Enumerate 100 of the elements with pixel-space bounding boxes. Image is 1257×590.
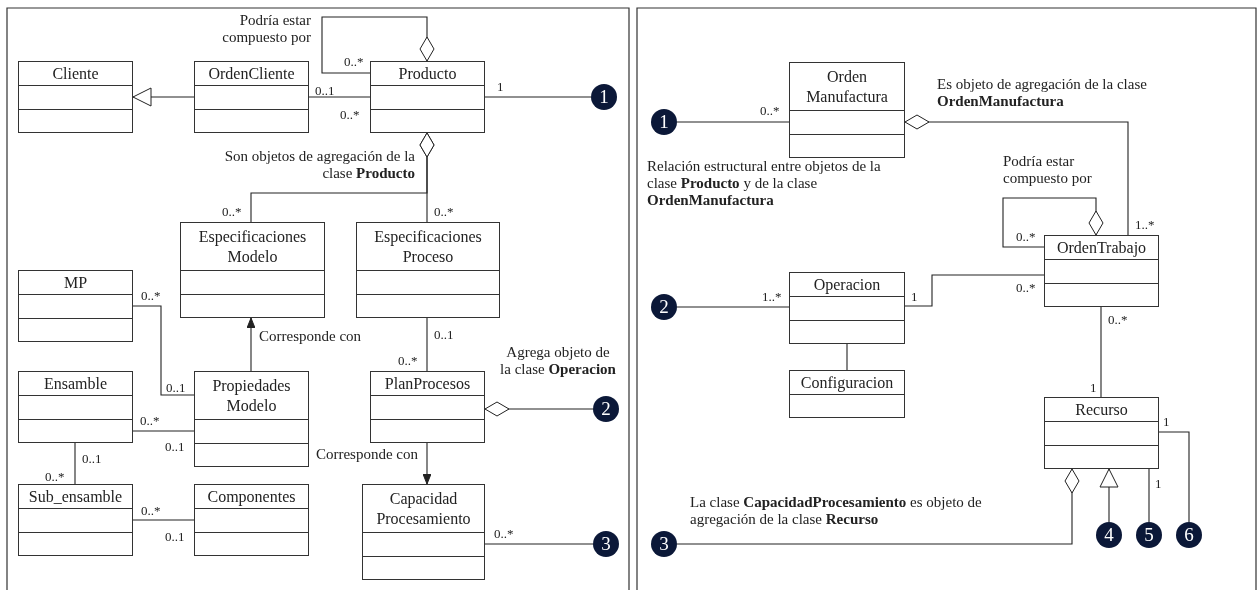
arrow — [1099, 468, 1119, 523]
multiplicity: 1..* — [1135, 218, 1155, 232]
class-name: MP — [63, 272, 88, 293]
multiplicity: 0..1 — [165, 530, 185, 544]
association-line — [74, 442, 76, 485]
edge-label: Podría estar compuesto por — [1003, 153, 1093, 187]
class-box — [789, 62, 905, 158]
class-box — [356, 222, 500, 318]
edge-label: Podría estar compuesto por — [221, 12, 311, 46]
class-box — [1044, 235, 1159, 307]
connector-number: 4 — [1104, 525, 1114, 545]
multiplicity: 0..* — [760, 104, 780, 118]
multiplicity: 0..* — [140, 414, 160, 428]
class-box — [180, 222, 325, 318]
association-line — [846, 343, 848, 371]
multiplicity: 0..1 — [166, 381, 186, 395]
connector-circle — [591, 84, 617, 110]
arrow — [132, 87, 195, 107]
class-name: Capacidad Procesamiento — [375, 488, 472, 529]
edge-label: Relación estructural entre objetos de la clase Producto y de la clase OrdenManufactura — [647, 158, 882, 209]
association-line — [484, 96, 592, 98]
class-name: Cliente — [52, 63, 99, 84]
class-name: Operacion — [813, 274, 881, 295]
connector-number: 2 — [659, 297, 669, 317]
association-line — [308, 96, 371, 98]
connector-number: 2 — [601, 399, 611, 419]
aggregation-line — [904, 114, 1129, 236]
class-name: Componentes — [207, 486, 296, 507]
multiplicity: 1 — [911, 290, 918, 304]
association-line — [426, 317, 428, 372]
class-box — [18, 61, 133, 133]
connector-circle — [1176, 522, 1202, 548]
class-name: Sub_ensamble — [28, 486, 123, 507]
class-box — [370, 61, 485, 133]
class-box — [194, 371, 309, 467]
multiplicity: 0..* — [344, 55, 364, 69]
aggregation-line — [676, 468, 1080, 545]
class-box — [789, 272, 905, 344]
multiplicity: 1..* — [762, 290, 782, 304]
association-line — [1148, 468, 1150, 523]
multiplicity: 0..* — [141, 289, 161, 303]
edge-label: Corresponde con — [259, 328, 363, 345]
class-name: OrdenCliente — [208, 63, 295, 84]
class-box — [194, 484, 309, 556]
class-name: PlanProcesos — [384, 373, 471, 394]
multiplicity: 1 — [1090, 381, 1097, 395]
association-line — [676, 306, 790, 308]
multiplicity: 0..* — [1016, 230, 1036, 244]
multiplicity: 0..1 — [82, 452, 102, 466]
connector-number: 3 — [659, 534, 669, 554]
multiplicity: 0..1 — [165, 440, 185, 454]
class-box — [18, 270, 133, 342]
arrow — [246, 317, 256, 372]
connector-circle — [1096, 522, 1122, 548]
multiplicity: 1 — [1163, 415, 1170, 429]
class-box — [1044, 397, 1159, 469]
multiplicity: 0..* — [222, 205, 242, 219]
association-line — [484, 543, 594, 545]
class-name: Ensamble — [43, 373, 108, 394]
class-name: Orden Manufactura — [805, 66, 889, 107]
multiplicity: 0..1 — [434, 328, 454, 342]
connector-circle — [593, 531, 619, 557]
connector-circle — [1136, 522, 1162, 548]
aggregation-line — [419, 132, 435, 223]
connector-circle — [593, 396, 619, 422]
edge-label: Son objetos de agregación de la clase Producto — [223, 148, 415, 182]
association-line — [676, 121, 790, 123]
association-line — [904, 274, 1045, 307]
connector-circle — [651, 531, 677, 557]
connector-circle — [651, 109, 677, 135]
association-line — [132, 305, 195, 396]
class-name: Especificaciones Modelo — [197, 226, 308, 267]
multiplicity: 0..* — [141, 504, 161, 518]
class-name: Producto — [398, 63, 457, 84]
multiplicity: 1 — [497, 80, 504, 94]
multiplicity: 0..1 — [315, 84, 335, 98]
class-name: Recurso — [1075, 399, 1128, 420]
class-box — [789, 370, 905, 418]
association-line — [1100, 306, 1102, 398]
connector-circle — [651, 294, 677, 320]
multiplicity: 1 — [1155, 477, 1162, 491]
class-name: Especificaciones Proceso — [373, 226, 483, 267]
multiplicity: 0..* — [340, 108, 360, 122]
edge-label: Es objeto de agregación de la clase OrdenManufactura — [937, 76, 1148, 110]
aggregation-line — [1002, 197, 1104, 248]
class-box — [18, 484, 133, 556]
multiplicity: 0..* — [45, 470, 65, 484]
multiplicity: 0..* — [494, 527, 514, 541]
connector-number: 3 — [601, 534, 611, 554]
association-line — [1158, 431, 1190, 523]
connector-number: 5 — [1144, 525, 1154, 545]
aggregation-line — [484, 401, 594, 417]
class-box — [362, 484, 485, 580]
association-line — [132, 430, 195, 432]
multiplicity: 0..* — [398, 354, 418, 368]
connector-number: 6 — [1184, 525, 1194, 545]
multiplicity: 0..* — [1108, 313, 1128, 327]
edge-label: Agrega objeto de la clase Operacion — [500, 344, 616, 378]
class-box — [194, 61, 309, 133]
association-line — [132, 519, 195, 521]
